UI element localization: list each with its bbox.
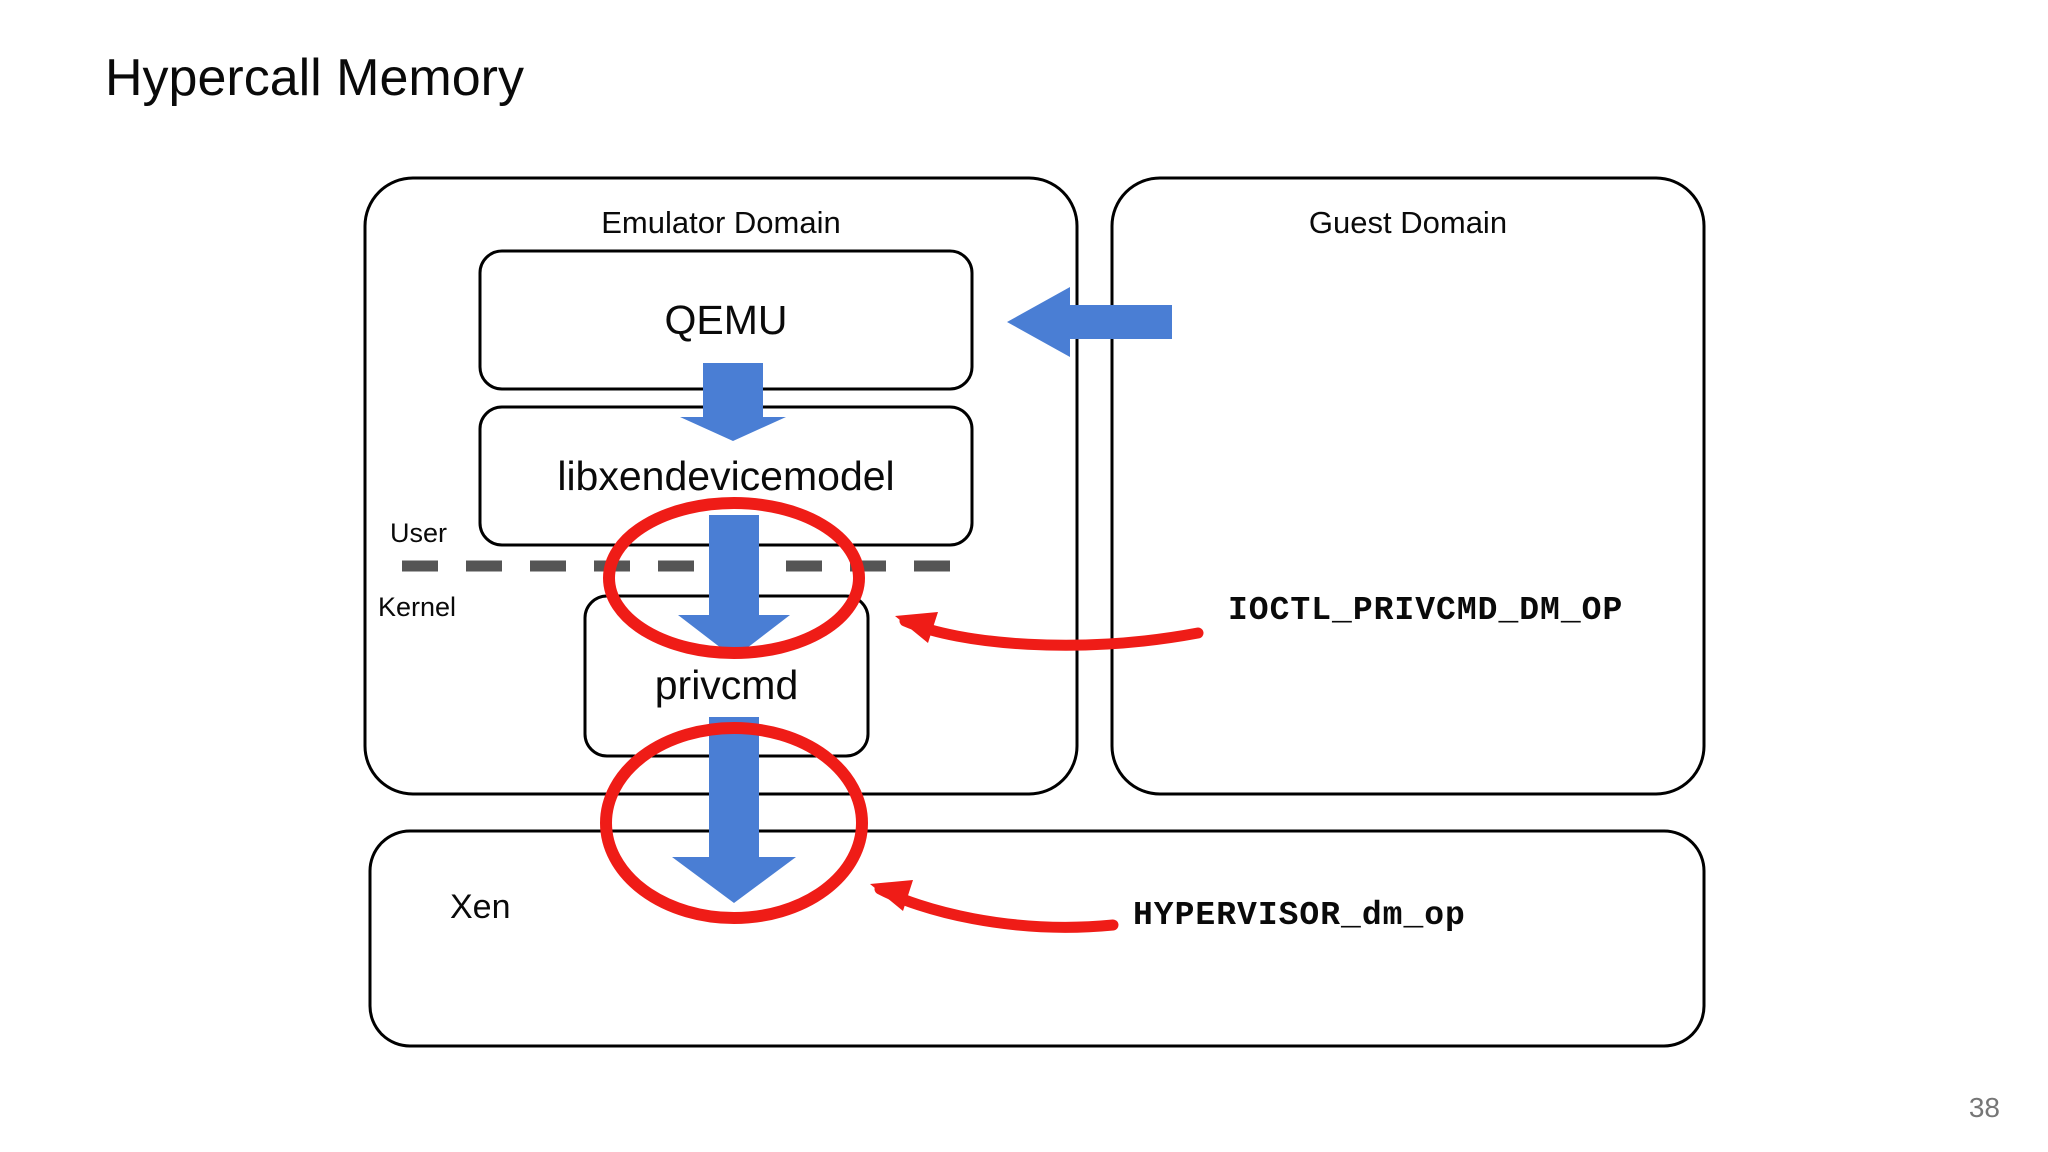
hypervisor-annotation-arrow bbox=[870, 880, 1119, 933]
kernel-label: Kernel bbox=[378, 592, 457, 622]
xen-label: Xen bbox=[450, 888, 511, 926]
ioctl-annotation-arrow bbox=[895, 612, 1204, 651]
guest-domain-label: Guest Domain bbox=[1308, 205, 1508, 240]
hypervisor-dm-op-label: HYPERVISOR_dm_op bbox=[1133, 897, 1466, 934]
emulator-domain-label: Emulator Domain bbox=[601, 205, 841, 240]
arrow-libxendevicemodel-to-privcmd bbox=[678, 515, 790, 658]
page-number: 38 bbox=[1968, 1092, 2000, 1123]
ioctl-privcmd-dm-op-label: IOCTL_PRIVCMD_DM_OP bbox=[1228, 592, 1624, 629]
arrow-privcmd-to-xen bbox=[672, 717, 796, 903]
guest-domain-box bbox=[1110, 176, 1706, 796]
arrow-guest-to-qemu bbox=[1007, 287, 1172, 357]
qemu-label: QEMU bbox=[664, 297, 788, 343]
privcmd-xen-boundary-highlight bbox=[600, 722, 868, 924]
libxendevicemodel-label: libxendevicemodel bbox=[557, 453, 895, 499]
page-title: Hypercall Memory bbox=[105, 49, 524, 107]
user-kernel-boundary-highlight bbox=[603, 497, 865, 659]
privcmd-label: privcmd bbox=[654, 662, 799, 708]
arrow-qemu-to-libxendevicemodel bbox=[680, 363, 786, 441]
xen-box bbox=[368, 829, 1706, 1048]
user-label: User bbox=[390, 518, 448, 548]
